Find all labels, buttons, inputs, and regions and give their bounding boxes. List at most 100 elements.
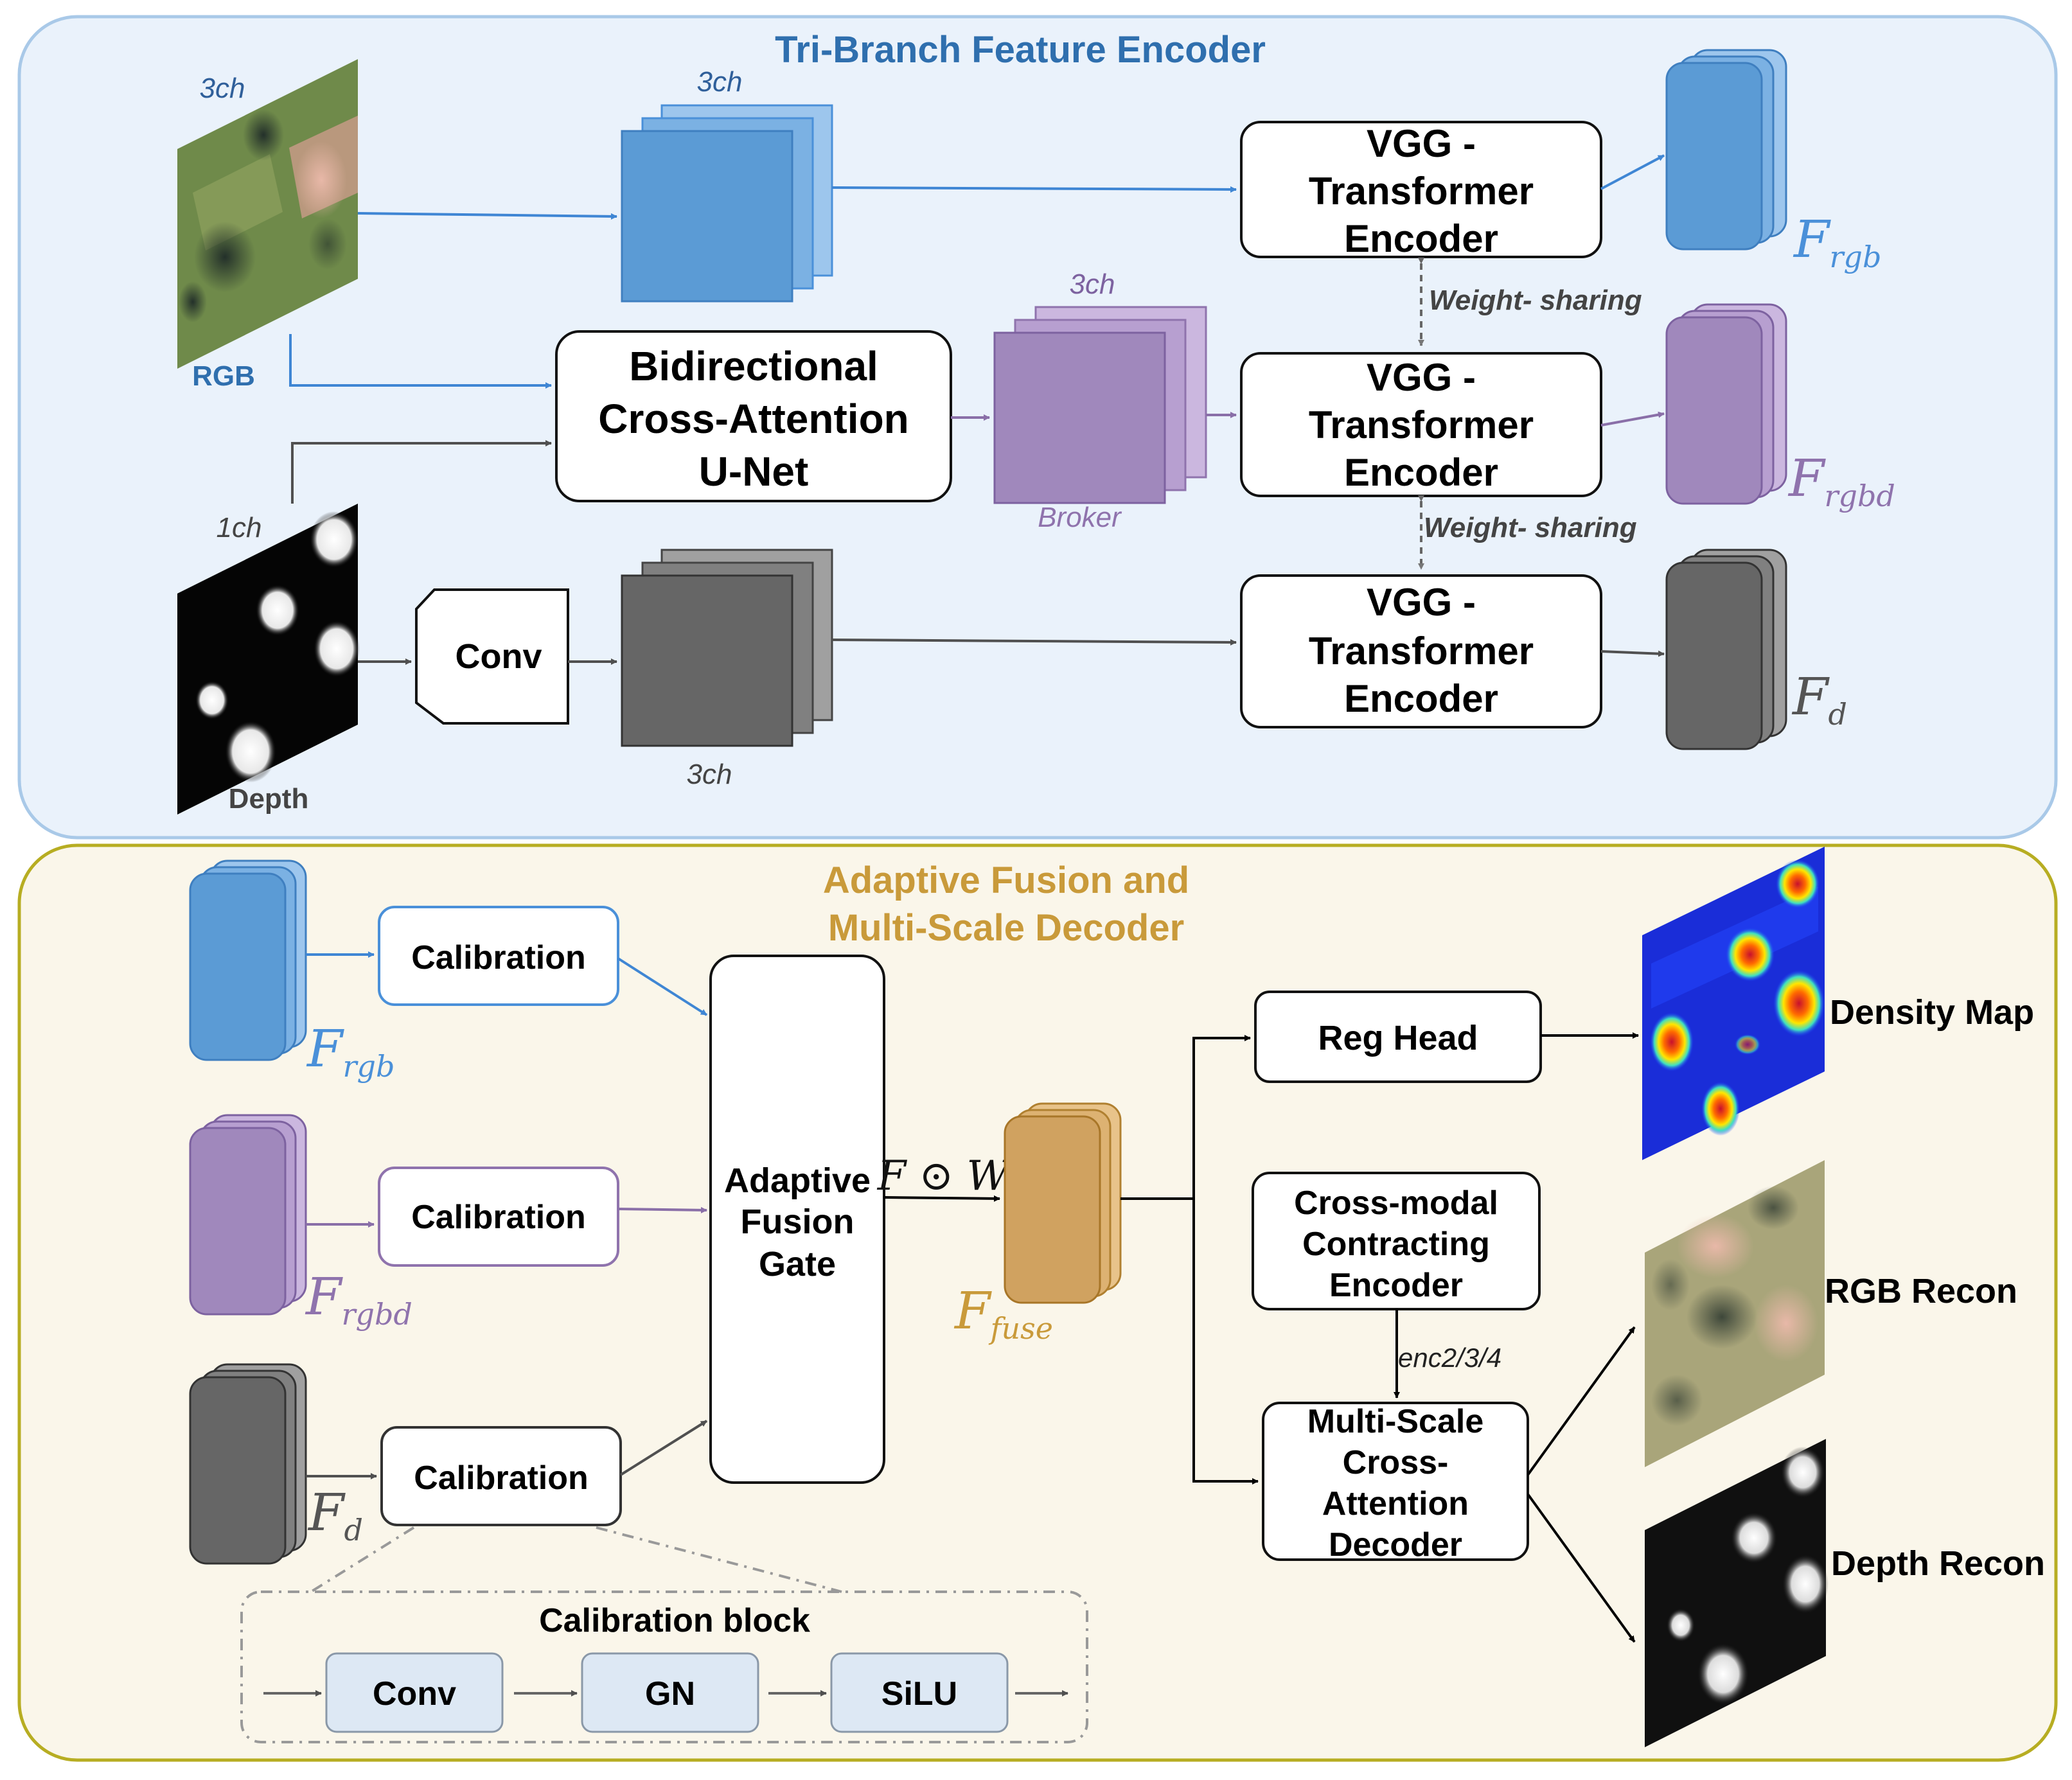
vgg-box-rgb — [1240, 121, 1602, 258]
out-rgbd-label: Frgbd — [1787, 448, 1895, 513]
arrow-vgg-to-frgbd — [1600, 411, 1665, 427]
arrow-vgg-to-frgb — [1600, 154, 1665, 190]
vgg-rgb-line3: Encoder — [1344, 217, 1498, 260]
arrow-vgg-to-fd — [1600, 650, 1665, 657]
vgg-depth-line3: Encoder — [1344, 677, 1498, 720]
out-feature-depth — [1665, 549, 1787, 750]
rgb-label: RGB — [192, 360, 255, 392]
vgg-rgb-line2: Transformer — [1309, 170, 1534, 213]
calibration-box-rgbd — [378, 1167, 619, 1267]
calib-silu-box — [830, 1652, 1009, 1733]
depth-channels-label: 1ch — [217, 512, 262, 543]
f-odot-w-label: F ⊙ W — [877, 1152, 1013, 1200]
broker-channels: 3ch — [1070, 269, 1115, 300]
out-feature-rgb — [1665, 49, 1787, 251]
calibration-block-title: Calibration block — [539, 1602, 810, 1639]
dec-frgb-label: Frgb — [306, 1019, 394, 1084]
bcau-line2: Cross-Attention — [598, 396, 909, 442]
conv-box — [415, 588, 569, 725]
out-rgbd-main: F — [1787, 448, 1826, 508]
arrow-afg-to-fuse — [883, 1195, 1000, 1202]
cce-line2: Contracting — [1302, 1226, 1490, 1263]
dec-feature-depth — [189, 1363, 307, 1565]
calibration-box-rgb — [378, 906, 619, 1006]
out-rgb-main: F — [1793, 209, 1831, 269]
density-map-image — [1642, 847, 1825, 1160]
rgb-recon-image — [1645, 1160, 1825, 1467]
calib-zoom-line-left — [310, 1526, 415, 1593]
out-rgb-sub: rgb — [1830, 240, 1882, 274]
dec-feature-rgbd — [189, 1114, 307, 1316]
adaptive-fusion-gate-box — [709, 955, 885, 1484]
calib-silu-label: SiLU — [881, 1675, 957, 1713]
fuse-main: F — [953, 1281, 992, 1341]
arrow-rgb-to-bcau — [289, 334, 552, 389]
vgg-rgbd-line2: Transformer — [1309, 403, 1534, 446]
vgg-rgb-line1: VGG - — [1367, 122, 1476, 165]
weight-sharing-label-2: Weight- sharing — [1424, 512, 1637, 543]
reg-head-label: Reg Head — [1318, 1019, 1478, 1057]
rgb-recon-label: RGB Recon — [1825, 1272, 2017, 1310]
dec-fd-main: F — [307, 1483, 346, 1542]
depth-stack-channels: 3ch — [687, 759, 732, 790]
out-rgbd-sub: rgbd — [1825, 479, 1895, 513]
rgb-stack-channels: 3ch — [697, 66, 743, 98]
out-d-sub: d — [1828, 697, 1847, 732]
cce-line1: Cross-modal — [1294, 1185, 1498, 1222]
dec-fd-label: Fd — [307, 1483, 363, 1547]
depth-label: Depth — [229, 783, 309, 815]
dec-frgbd-sub: rgbd — [342, 1297, 412, 1332]
fuse-sub: fuse — [989, 1311, 1053, 1346]
calib-conv-label: Conv — [373, 1675, 456, 1713]
enc-label: enc2/3/4 — [1398, 1343, 1501, 1373]
rgb-channels-label: 3ch — [200, 73, 245, 104]
arrow-stack-to-vgg-rgb — [831, 186, 1237, 193]
fuse-label: Ffuse — [953, 1281, 1053, 1346]
arrow-calib-depth-to-afg — [619, 1420, 708, 1476]
depth-input-image — [177, 504, 358, 815]
afg-line1: Adaptive — [724, 1161, 871, 1200]
vgg-rgbd-line1: VGG - — [1367, 356, 1476, 399]
msd-line1: Multi-Scale — [1307, 1403, 1484, 1440]
calib-gn-label: GN — [645, 1675, 695, 1713]
calibration-box-depth — [380, 1426, 622, 1526]
calib-conv-box — [325, 1652, 504, 1733]
rgb-feature-stack — [621, 104, 833, 303]
calibration-depth-label: Calibration — [414, 1459, 589, 1497]
rgb-input-image — [177, 59, 358, 369]
depth-recon-label: Depth Recon — [1831, 1544, 2045, 1583]
conv-label: Conv — [456, 637, 542, 676]
arrow-calib-rgb-to-afg — [617, 957, 708, 1016]
arrow-fuse-to-decoder — [1192, 1199, 1259, 1485]
weight-sharing-label-1: Weight- sharing — [1429, 285, 1642, 316]
arrow-decoder-to-depth-recon — [1527, 1493, 1636, 1643]
afg-line2: Fusion — [741, 1203, 854, 1241]
decoder-title-1: Adaptive Fusion and — [823, 859, 1189, 901]
arrow-calib-rgbd-to-afg — [617, 1206, 707, 1213]
depth-blobs — [195, 511, 360, 782]
broker-feature-stack — [993, 306, 1207, 504]
msd-line4: Decoder — [1329, 1526, 1462, 1564]
afg-line3: Gate — [759, 1245, 836, 1283]
arrow-depth-to-bcau — [291, 440, 552, 504]
dec-frgb-main: F — [306, 1019, 344, 1079]
calib-gn-box — [581, 1652, 759, 1733]
depth-feature-stack — [621, 549, 833, 747]
decoder-title-2: Multi-Scale Decoder — [828, 907, 1184, 949]
vgg-rgbd-line3: Encoder — [1344, 451, 1498, 494]
dec-frgb-sub: rgb — [343, 1049, 395, 1084]
arrow-rgb-to-stack — [357, 212, 617, 220]
dec-frgbd-label: Frgbd — [305, 1267, 412, 1332]
cce-line3: Encoder — [1329, 1267, 1463, 1304]
out-rgb-label: Frgb — [1793, 209, 1881, 274]
calibration-block — [240, 1591, 1088, 1743]
density-map-label: Density Map — [1830, 993, 2034, 1032]
arrow-stack-to-vgg-depth — [831, 639, 1237, 646]
broker-label: Broker — [1038, 502, 1122, 533]
dec-feature-rgb — [189, 859, 307, 1061]
vgg-depth-line1: VGG - — [1367, 581, 1476, 624]
calib-zoom-line-right — [596, 1526, 842, 1593]
calibration-rgbd-label: Calibration — [411, 1199, 586, 1236]
msd-line3: Attention — [1322, 1485, 1469, 1522]
